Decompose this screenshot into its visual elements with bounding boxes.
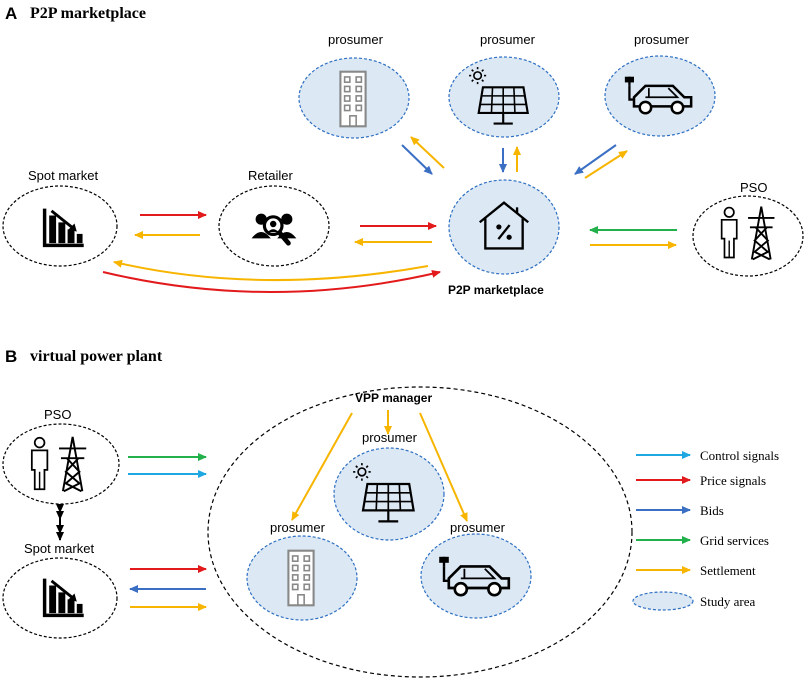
vpp-prosumer-ev-label: prosumer	[450, 520, 506, 535]
p2p-marketplace-label: P2P marketplace	[448, 283, 544, 297]
spot-market-label-b: Spot market	[24, 541, 94, 556]
legend-study-area-swatch	[632, 591, 694, 611]
pso-label-b: PSO	[44, 407, 71, 422]
building-icon	[339, 70, 367, 128]
legend-study-area-label: Study area	[700, 594, 755, 609]
arrow-building-to-p2p-bids	[401, 144, 433, 175]
pso-node-b	[2, 423, 120, 505]
pso-node-a	[692, 195, 804, 277]
legend-grid-label: Grid services	[700, 533, 769, 548]
vpp-boundary	[207, 386, 633, 678]
legend-control-label: Control signals	[700, 448, 779, 463]
p2p-marketplace-node	[448, 179, 560, 275]
prosumer-ev-node	[604, 55, 716, 137]
retailer-label: Retailer	[248, 168, 293, 183]
vpp-prosumer-solar-label: prosumer	[362, 430, 418, 445]
arrow-spot-to-p2p-price-curve	[102, 269, 441, 293]
spot-market-label: Spot market	[28, 168, 98, 183]
legend-bids-label: Bids	[700, 503, 724, 518]
vpp-prosumer-building-label: prosumer	[270, 520, 326, 535]
legend-price-label: Price signals	[700, 473, 766, 488]
arrow-p2p-to-building-settlement	[410, 136, 445, 169]
prosumer-ev-label: prosumer	[634, 32, 690, 47]
vpp-manager-label: VPP manager	[355, 391, 432, 405]
vpp-prosumer-ev-node	[420, 533, 532, 619]
panel-b-title: virtual power plant	[30, 348, 163, 365]
prosumer-building-label: prosumer	[328, 32, 384, 47]
building-icon-b	[287, 549, 315, 607]
panel-a-title: P2P marketplace	[30, 5, 146, 22]
arrow-vpp-to-building-settlement	[291, 412, 353, 521]
pso-label-a: PSO	[740, 180, 767, 195]
panel-b-letter: B	[5, 347, 17, 366]
legend-settlement-label: Settlement	[700, 563, 756, 578]
legend: Control signals Price signals Bids Grid …	[632, 448, 779, 611]
panel-a-letter: A	[5, 4, 17, 23]
prosumer-solar-label: prosumer	[480, 32, 536, 47]
arrow-vpp-to-ev-settlement	[419, 412, 468, 522]
arrow-ev-to-p2p-bids	[574, 144, 617, 175]
arrow-p2p-to-spot-settlement-curve	[113, 259, 429, 282]
arrow-p2p-to-ev-settlement	[584, 150, 628, 179]
